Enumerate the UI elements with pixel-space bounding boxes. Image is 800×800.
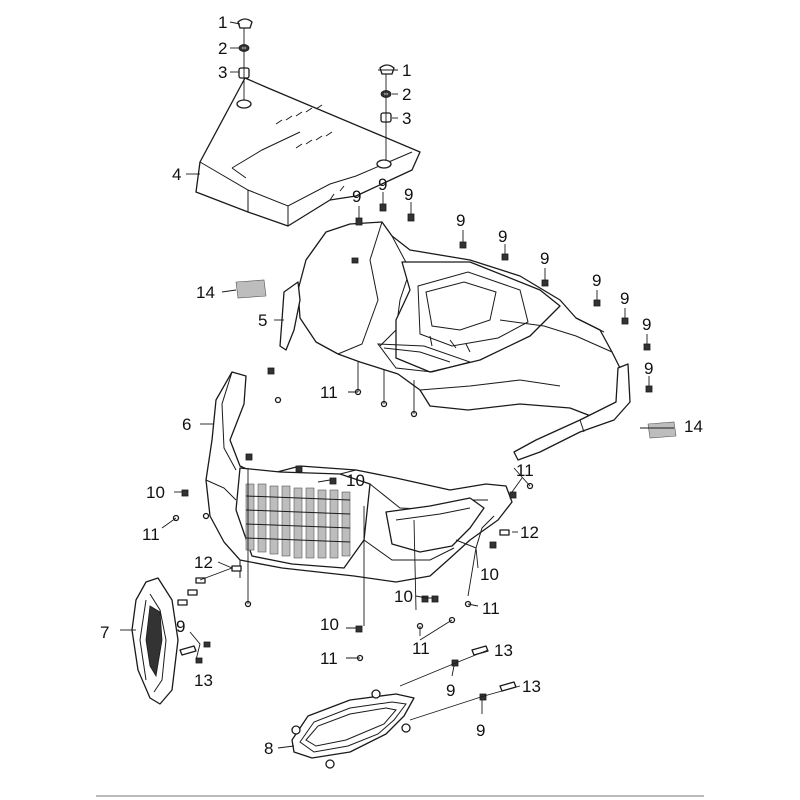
callout-9: 9 <box>498 227 507 246</box>
callout-11: 11 <box>320 649 338 668</box>
callout-9: 9 <box>642 315 651 334</box>
callout-9: 9 <box>378 175 387 194</box>
callout-9: 9 <box>176 617 185 636</box>
part-4-hood-cover <box>195 77 421 227</box>
callout-7: 7 <box>100 623 109 642</box>
callout-10: 10 <box>394 587 413 606</box>
part-6-front-bumper <box>205 371 513 583</box>
side-trim-strip <box>513 363 631 461</box>
callout-10: 10 <box>346 471 365 490</box>
callout-2: 2 <box>402 85 411 104</box>
part-14-label-right <box>647 421 677 439</box>
callout-10: 10 <box>146 483 165 502</box>
fastener-stack-right <box>379 64 395 160</box>
callout-11: 11 <box>482 599 500 618</box>
callout-14: 14 <box>196 283 215 302</box>
callout-9: 9 <box>644 359 653 378</box>
leader-lines <box>120 21 674 749</box>
callout-9: 9 <box>540 249 549 268</box>
callout-13: 13 <box>194 671 213 690</box>
callout-11: 11 <box>412 639 430 658</box>
callout-5: 5 <box>258 311 267 330</box>
callout-9: 9 <box>476 721 485 740</box>
callout-4: 4 <box>172 165 181 184</box>
callout-13: 13 <box>522 677 541 696</box>
callout-12: 12 <box>520 523 539 542</box>
callout-3: 3 <box>218 63 227 82</box>
callout-11: 11 <box>516 461 534 480</box>
part-14-label-left <box>235 279 267 299</box>
callout-12: 12 <box>194 553 213 572</box>
callout-9: 9 <box>446 681 455 700</box>
grille-slats <box>245 483 351 559</box>
part-8-fog-light <box>291 689 415 769</box>
callout-9: 9 <box>592 271 601 290</box>
callout-11: 11 <box>142 525 160 544</box>
callout-10: 10 <box>320 615 339 634</box>
callout-11: 11 <box>320 383 338 402</box>
callout-9: 9 <box>456 211 465 230</box>
callout-9: 9 <box>620 289 629 308</box>
callout-9: 9 <box>352 187 361 206</box>
callout-labels: 1 2 3 1 2 3 4 9 9 9 9 9 9 9 9 9 9 14 5 1… <box>100 13 703 758</box>
part-5-bracket <box>279 281 301 351</box>
part-5-upper-body <box>297 221 625 419</box>
callout-1: 1 <box>218 13 227 32</box>
callout-3: 3 <box>402 109 411 128</box>
callout-6: 6 <box>182 415 191 434</box>
callout-14: 14 <box>684 417 703 436</box>
part-7-side-light <box>131 577 179 705</box>
callout-9: 9 <box>404 185 413 204</box>
callout-2: 2 <box>218 39 227 58</box>
callout-13: 13 <box>494 641 513 660</box>
callout-10: 10 <box>480 565 499 584</box>
callout-8: 8 <box>264 739 273 758</box>
callout-1: 1 <box>402 61 411 80</box>
